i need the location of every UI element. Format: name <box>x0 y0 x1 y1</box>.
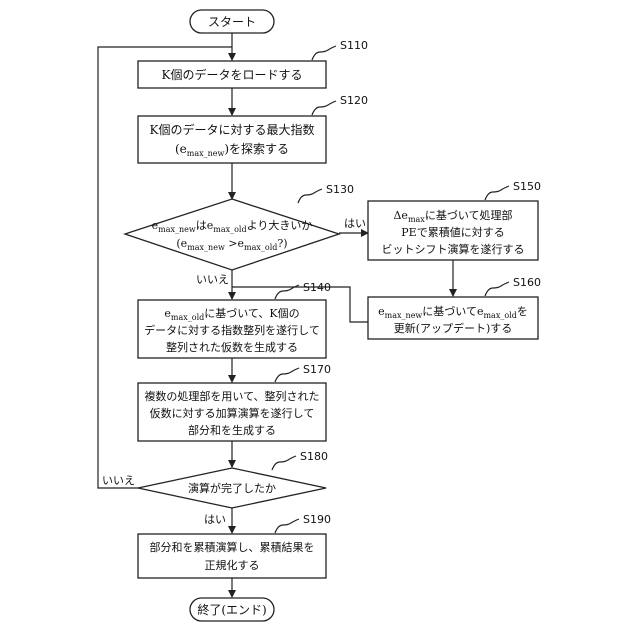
step-s140: emax_oldに基づいて、K個の データに対する指数整列を遂行して 整列された… <box>138 281 331 358</box>
s140-label: S140 <box>303 281 331 294</box>
s160-label: S160 <box>513 276 541 289</box>
s180-yes-label: はい <box>204 513 226 526</box>
s150-text-line2: PEで累積値に対する <box>401 225 504 239</box>
start-label: スタート <box>208 15 256 29</box>
s180-no-label: いいえ <box>102 474 135 487</box>
s110-text: K個のデータをロードする <box>162 67 303 82</box>
s150-text-line3: ビットシフト演算を遂行する <box>382 242 525 256</box>
s120-label: S120 <box>340 94 368 107</box>
end-terminal: 終了(エンド) <box>190 598 274 621</box>
decision-s130: emax_newはemax_oldより大きいか (emax_new >emax_… <box>125 183 366 286</box>
s170-text-line2: 仮数に対する加算演算を遂行して <box>150 406 315 420</box>
step-s120: K個のデータに対する最大指数 (emax_new)を探索する S120 <box>138 94 368 163</box>
s150-label: S150 <box>513 180 541 193</box>
s160-text-line2: 更新(アップデート)する <box>394 321 513 335</box>
s130-yes-label: はい <box>344 217 366 230</box>
s140-text-line3: 整列された仮数を生成する <box>166 340 298 354</box>
s170-text-line1: 複数の処理部を用いて、整列された <box>144 389 319 403</box>
s180-text: 演算が完了したか <box>188 481 276 495</box>
s190-text-line2: 正規化する <box>205 558 260 572</box>
step-s160: emax_newに基づいてemax_oldを 更新(アップデート)する S160 <box>368 276 541 339</box>
start-terminal: スタート <box>190 10 274 33</box>
s190-text-line1: 部分和を累積演算し、累積結果を <box>150 540 315 554</box>
s170-text-line3: 部分和を生成する <box>188 423 276 437</box>
s110-label: S110 <box>340 39 368 52</box>
s190-label: S190 <box>303 513 331 526</box>
s180-label: S180 <box>300 450 328 463</box>
s130-label: S130 <box>326 183 354 196</box>
step-s170: 複数の処理部を用いて、整列された 仮数に対する加算演算を遂行して 部分和を生成す… <box>138 363 331 441</box>
end-label: 終了(エンド) <box>197 602 266 617</box>
s140-text-line2: データに対する指数整列を遂行して <box>144 323 320 337</box>
s130-no-label: いいえ <box>196 273 229 286</box>
s170-label: S170 <box>303 363 331 376</box>
step-s190: 部分和を累積演算し、累積結果を 正規化する S190 <box>138 513 331 578</box>
step-s150: Δemaxに基づいて処理部 PEで累積値に対する ビットシフト演算を遂行する S… <box>368 180 541 260</box>
s120-text-line1: K個のデータに対する最大指数 <box>150 122 315 137</box>
step-s110: K個のデータをロードする S110 <box>138 39 368 88</box>
